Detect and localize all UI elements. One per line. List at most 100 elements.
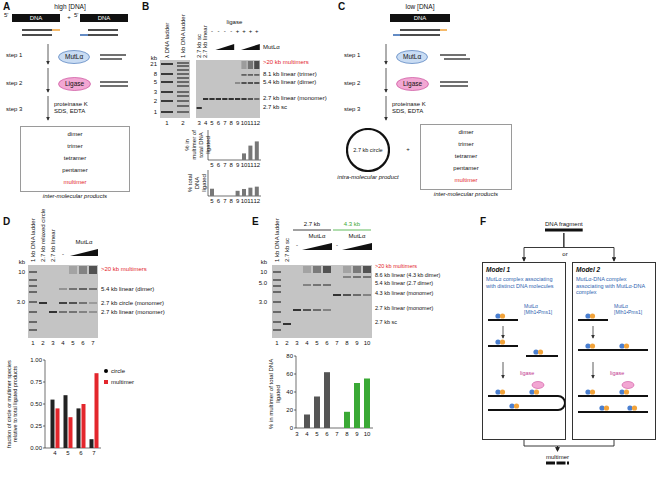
band xyxy=(29,291,37,293)
figure-label: 5 xyxy=(210,198,213,205)
figure-label: 9 xyxy=(355,431,358,438)
figure-label: 1 kb DNA ladder xyxy=(274,218,281,262)
bar xyxy=(314,397,320,429)
band xyxy=(177,62,189,64)
panel-letter: C xyxy=(338,1,345,13)
band xyxy=(254,98,259,100)
band xyxy=(203,98,208,100)
band xyxy=(333,294,341,296)
figure-label: - xyxy=(296,242,298,249)
band xyxy=(59,311,67,313)
figure-label: λ DNA ladder xyxy=(164,23,171,58)
dna-bar xyxy=(12,14,60,22)
figure-label: 3.0 xyxy=(259,299,267,306)
legend-text: circle xyxy=(111,368,125,374)
dna-strand xyxy=(578,395,648,397)
smear xyxy=(241,61,246,69)
node-text: tetramer xyxy=(425,153,507,160)
figure-label: or xyxy=(562,251,567,258)
band xyxy=(29,271,37,273)
figure-label: 6 xyxy=(81,340,84,347)
bracket-line xyxy=(333,230,371,231)
smear xyxy=(79,266,87,274)
figure-label: 2.7 kb linear xyxy=(50,229,57,262)
dna-fragment: DNA fragment xyxy=(545,219,583,233)
step-arrow xyxy=(503,326,504,338)
figure-label: 10 xyxy=(241,162,248,169)
figure-label: 0.50 xyxy=(30,401,42,408)
figure-label: MutLα [Mlh1•Pms1] xyxy=(614,304,652,316)
figure-label: 3 xyxy=(295,431,298,438)
band xyxy=(343,294,351,296)
figure-label: 10 xyxy=(260,269,267,276)
band xyxy=(273,311,281,313)
flow-arrow xyxy=(524,233,564,261)
band xyxy=(161,63,173,65)
bar xyxy=(248,146,252,160)
band xyxy=(89,302,97,304)
band xyxy=(197,107,202,109)
figure-label: 6 xyxy=(217,162,220,169)
bar xyxy=(294,428,300,429)
mlh1-subunit xyxy=(529,389,534,394)
bar xyxy=(82,404,86,448)
bar xyxy=(334,428,340,429)
figure-label: 7 xyxy=(335,340,338,347)
pms1-subunit xyxy=(624,343,629,348)
legend-swatch xyxy=(104,369,108,373)
bar xyxy=(324,372,330,428)
bar xyxy=(236,160,240,161)
panel-letter: D xyxy=(3,216,10,228)
flow-arrow xyxy=(564,233,614,261)
figure-label: 5 xyxy=(71,340,74,347)
figure-label: 2.7 kb relaxed circle xyxy=(40,209,47,262)
figure-label: + xyxy=(67,14,71,21)
enzyme-ellipse: Ligase xyxy=(58,77,91,91)
figure-label: MutLα xyxy=(76,239,93,246)
mlh1-subunit xyxy=(585,313,590,318)
band xyxy=(29,285,37,287)
band xyxy=(273,271,281,273)
dna-strand xyxy=(444,58,470,59)
band xyxy=(161,91,173,93)
band xyxy=(89,288,97,290)
bar xyxy=(236,191,240,196)
band xyxy=(313,309,321,311)
band xyxy=(343,276,351,278)
figure-label: % in multimer of total DNA ligated xyxy=(184,128,212,162)
titration-wedge xyxy=(342,243,372,250)
figure-label: 6 xyxy=(217,198,220,205)
pms1-subunit xyxy=(590,389,595,394)
step-arrow xyxy=(503,362,504,378)
overhang xyxy=(80,34,88,36)
figure-label: 3 xyxy=(198,120,201,127)
figure-label: 6 xyxy=(325,340,328,347)
product-box: dimertrimertetramerpentamermultimerinter… xyxy=(20,126,130,192)
node-text: Model 1 xyxy=(486,266,562,274)
mlh1-subunit xyxy=(619,343,624,348)
figure-label: - xyxy=(230,28,232,35)
figure-label: 5.0 xyxy=(259,280,267,287)
band xyxy=(89,311,97,313)
step-arrow xyxy=(593,362,594,378)
figure-label: >20 kb multimers xyxy=(101,266,147,273)
pms1-subunit xyxy=(514,403,519,408)
figure-label: 4 xyxy=(61,340,64,347)
titration-wedge xyxy=(70,249,98,256)
flow-arrow xyxy=(524,440,558,451)
band xyxy=(303,309,311,311)
figure-label: 8.1 kb linear (trimer) xyxy=(263,71,317,78)
figure-label: 5 xyxy=(315,431,318,438)
figure-label: step 2 xyxy=(344,80,360,87)
band xyxy=(39,302,47,304)
band xyxy=(248,82,253,84)
bar xyxy=(210,189,214,196)
figure-label: 2.7 kb sc xyxy=(284,238,291,262)
band xyxy=(241,74,246,76)
enzyme-ellipse: MutLα xyxy=(396,50,428,64)
legend-swatch xyxy=(104,380,108,384)
band xyxy=(29,329,37,331)
figure-label: % in multimer of total DNA ligated xyxy=(268,358,282,430)
